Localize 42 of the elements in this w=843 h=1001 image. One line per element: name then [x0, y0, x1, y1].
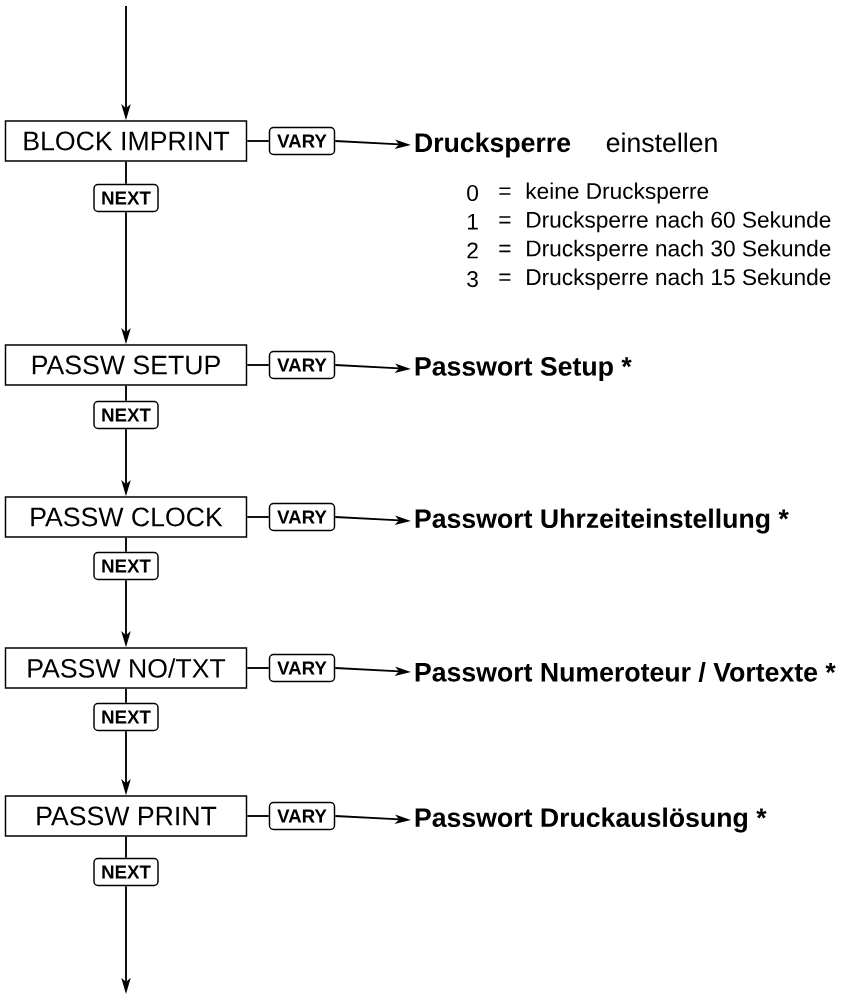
connector-line [125, 835, 127, 859]
list-number: 2 [467, 242, 478, 259]
description-text: Passwort Setup * [415, 356, 632, 382]
next-button: NEXT [93, 702, 159, 732]
list-text: Drucksperre nach 15 Sekunde [527, 268, 831, 290]
vary-button: VARY [268, 653, 336, 683]
next-button: NEXT [93, 857, 159, 887]
next-button: NEXT [93, 551, 159, 581]
display-box: PASSW SETUP [4, 344, 248, 386]
display-box: PASSW PRINT [4, 795, 248, 837]
vary-button: VARY [268, 126, 336, 156]
list-text: keine Drucksperre [526, 182, 709, 204]
equals-sign: = [499, 244, 511, 253]
description-text: Passwort Uhrzeiteinstellung * [415, 508, 789, 534]
display-box: BLOCK IMPRINT [4, 120, 248, 162]
equals-sign: = [499, 187, 511, 195]
connector-line [246, 516, 270, 518]
connector-line [246, 364, 270, 366]
vary-button: VARY [268, 502, 336, 532]
connector-line [125, 687, 127, 704]
next-button: NEXT [93, 400, 159, 430]
list-text: Drucksperre nach 60 Sekunde [527, 211, 831, 233]
connector-line [125, 384, 127, 402]
vary-button: VARY [268, 350, 336, 380]
list-number: 1 [468, 213, 478, 230]
display-box: PASSW CLOCK [4, 496, 248, 538]
list-number: 0 [467, 185, 478, 202]
vary-button: VARY [268, 801, 336, 831]
equals-sign: = [499, 273, 511, 281]
equals-sign: = [499, 216, 511, 224]
next-button: NEXT [93, 183, 159, 213]
list-text: Drucksperre nach 30 Sekunde [527, 239, 831, 261]
connector-line [246, 140, 270, 142]
connector-line [125, 160, 127, 185]
description-text: Drucksperre einstellen [415, 132, 717, 158]
connector-line [246, 815, 270, 817]
display-box: PASSW NO/TXT [4, 647, 248, 689]
list-number: 3 [467, 271, 478, 288]
connector-line [125, 536, 127, 553]
description-text: Passwort Numeroteur / Vortexte * [415, 662, 836, 682]
connector-line [246, 667, 270, 669]
description-text: Passwort Druckauslösung * [415, 807, 767, 833]
